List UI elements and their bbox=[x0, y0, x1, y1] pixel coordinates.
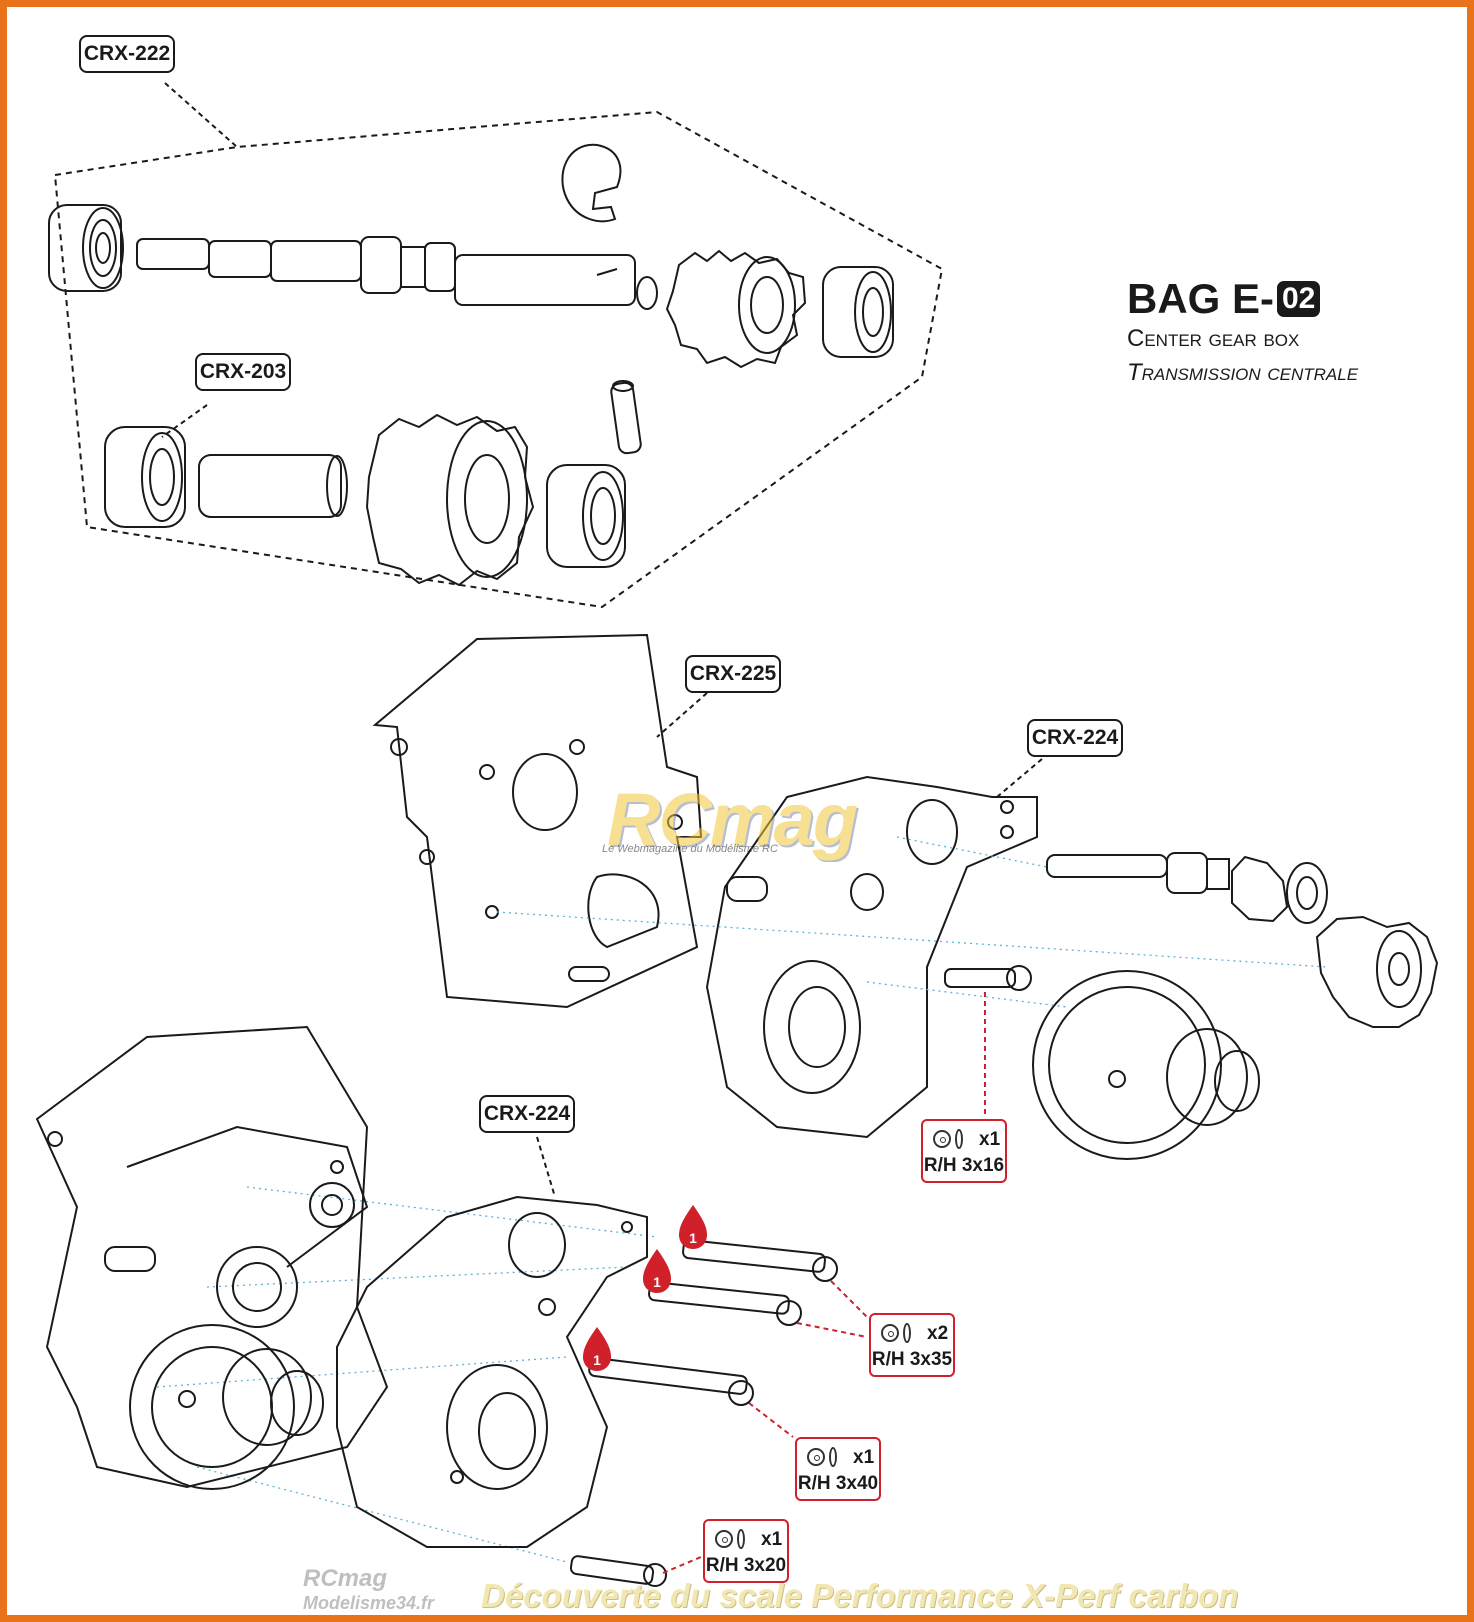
output-shaft-assembly bbox=[1046, 852, 1328, 924]
hardware-qty: x2 bbox=[927, 1323, 949, 1344]
part-label-crx224-bottom: CRX-224 bbox=[479, 1095, 575, 1133]
washer-icon bbox=[715, 1530, 733, 1548]
threadlock-drop-1 bbox=[679, 1205, 707, 1249]
threadlock-number-2: 1 bbox=[653, 1274, 661, 1290]
crx224-top-leader bbox=[996, 758, 1043, 798]
washer-icon bbox=[807, 1448, 825, 1466]
screw-3x20 bbox=[569, 1555, 667, 1587]
washer-icon bbox=[933, 1130, 951, 1148]
washer-icons bbox=[715, 1529, 745, 1549]
threadlock-drop-3 bbox=[583, 1327, 611, 1371]
threadlock-number-3: 1 bbox=[593, 1352, 601, 1368]
part-label-crx225: CRX-225 bbox=[685, 655, 781, 693]
assembled-gearbox bbox=[35, 1025, 389, 1490]
motor-plate bbox=[372, 633, 703, 1009]
pinion-gear-right bbox=[1315, 915, 1439, 1028]
bearing-2 bbox=[822, 266, 894, 358]
hardware-size: R/H 3x16 bbox=[923, 1155, 1005, 1176]
bag-title: BAG E- 02 bbox=[1127, 275, 1321, 323]
watermark-site-top: RCmag bbox=[303, 1565, 388, 1592]
hardware-size: R/H 3x20 bbox=[705, 1555, 787, 1576]
roll-pin bbox=[610, 380, 642, 455]
exploded-diagram: 1 1 1 bbox=[35, 82, 1439, 1587]
part-label-crx222: CRX-222 bbox=[79, 35, 175, 73]
washer-icon bbox=[881, 1324, 899, 1342]
gearbox-half-lower bbox=[336, 1195, 648, 1548]
watermark-caption: Découverte du scale Performance X-Perf c… bbox=[481, 1577, 1239, 1614]
watermark-logo: RCmag bbox=[607, 778, 858, 861]
crx225-leader bbox=[656, 692, 708, 738]
washer-icons bbox=[881, 1323, 911, 1343]
threadlock-number-1: 1 bbox=[689, 1230, 697, 1246]
screw-3x35-b bbox=[648, 1281, 802, 1326]
hardware-leaders bbox=[662, 1280, 868, 1574]
watermark-tagline: Le Webmagazine du Modélisme RC bbox=[602, 843, 778, 855]
washer-side-icon bbox=[829, 1447, 837, 1467]
bag-title-text: BAG E- bbox=[1127, 275, 1274, 322]
bearing-3 bbox=[104, 426, 186, 528]
hardware-box-3x20: x1 R/H 3x20 bbox=[703, 1519, 789, 1583]
part-label-crx224-top: CRX-224 bbox=[1027, 719, 1123, 757]
screw-3x40 bbox=[588, 1357, 754, 1406]
washer-icons bbox=[807, 1447, 837, 1467]
hardware-qty: x1 bbox=[853, 1447, 875, 1468]
part-label-crx203: CRX-203 bbox=[195, 353, 291, 391]
threadlock-drop-2 bbox=[643, 1249, 671, 1293]
idler-shaft bbox=[198, 454, 348, 518]
washer-icons bbox=[933, 1129, 963, 1149]
hardware-qty: x1 bbox=[979, 1129, 1001, 1150]
alignment-guides bbox=[156, 836, 1328, 1563]
pinion-gear-small bbox=[665, 249, 807, 369]
bag-subtitle-en: Center gear box bbox=[1127, 325, 1300, 352]
bearing-1 bbox=[48, 204, 124, 292]
gearbox-half-upper bbox=[705, 775, 1038, 1139]
hardware-size: R/H 3x35 bbox=[871, 1349, 953, 1370]
crx224-bottom-leader bbox=[536, 1136, 556, 1198]
e-clip bbox=[561, 143, 622, 223]
crx222-group-outline bbox=[53, 110, 944, 609]
main-shaft bbox=[136, 236, 658, 310]
hardware-size: R/H 3x40 bbox=[797, 1473, 879, 1494]
crx203-leader bbox=[161, 404, 208, 438]
bearing-4 bbox=[546, 464, 626, 568]
washer-side-icon bbox=[903, 1323, 911, 1343]
crx222-leader bbox=[164, 82, 238, 148]
screw-3x35-a bbox=[682, 1239, 838, 1282]
screw-3x16 bbox=[944, 965, 1032, 991]
hardware-box-3x16: x1 R/H 3x16 bbox=[921, 1119, 1007, 1183]
bag-subtitle-fr: Transmission centrale bbox=[1127, 359, 1359, 386]
bag-number-badge: 02 bbox=[1277, 281, 1321, 317]
washer-side-icon bbox=[955, 1129, 963, 1149]
hardware-box-3x35: x2 R/H 3x35 bbox=[869, 1313, 955, 1377]
hardware-qty: x1 bbox=[761, 1529, 783, 1550]
watermark-site-bottom: Modelisme34.fr bbox=[303, 1593, 435, 1613]
hardware-box-3x40: x1 R/H 3x40 bbox=[795, 1437, 881, 1501]
spur-gear-large bbox=[1032, 970, 1260, 1160]
washer-side-icon bbox=[737, 1529, 745, 1549]
spur-gear-idler bbox=[365, 413, 535, 587]
